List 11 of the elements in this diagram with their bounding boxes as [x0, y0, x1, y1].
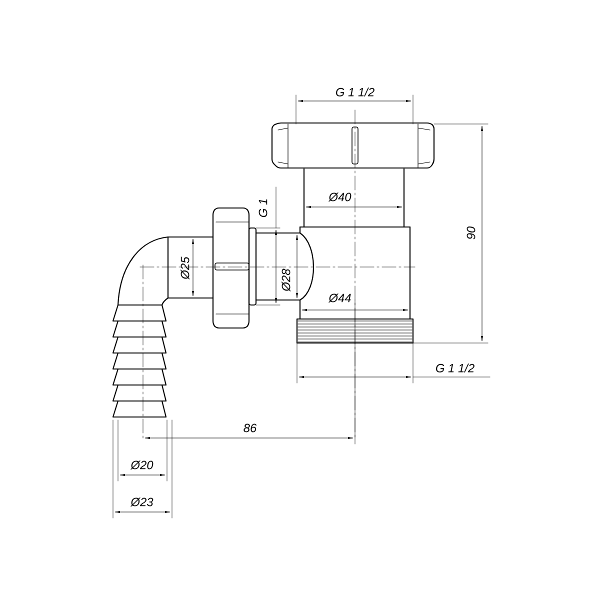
dimension-label: Ø23 — [130, 498, 154, 506]
dimension-label: G 1 — [258, 199, 268, 218]
dimension-label: Ø25 — [180, 256, 190, 280]
dimension-label: Ø44 — [328, 294, 351, 302]
dimension-label: G 1 1/2 — [336, 88, 374, 96]
dimension-label: G 1 1/2 — [436, 364, 474, 372]
dimension-label: 86 — [244, 424, 257, 432]
dimension-label: Ø20 — [130, 460, 154, 470]
dimension-label: Ø28 — [282, 268, 290, 292]
dimension-label: 90 — [466, 226, 476, 240]
dimension-label: Ø40 — [328, 192, 352, 202]
